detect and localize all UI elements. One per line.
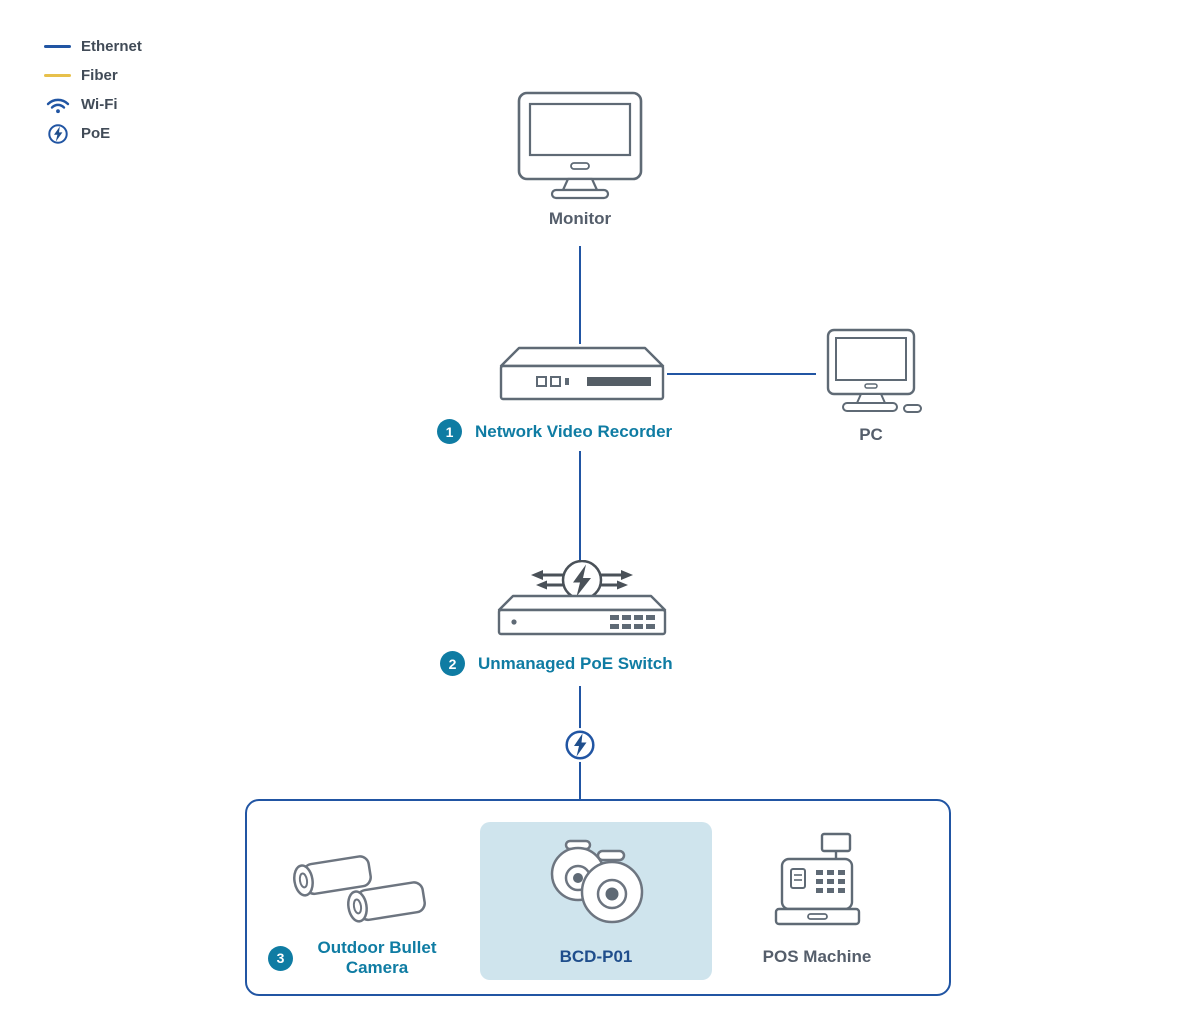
legend-item-fiber: Fiber <box>44 65 142 86</box>
legend-item-poe: PoE <box>44 123 142 144</box>
nvr-icon <box>497 343 667 412</box>
pc-icon <box>815 328 927 425</box>
legend-label-wifi: Wi-Fi <box>81 96 118 113</box>
ethernet-line-swatch <box>44 45 71 48</box>
monitor-label: Monitor <box>548 209 612 228</box>
dome-camera-label: BCD-P01 <box>559 947 633 966</box>
poe-icon <box>44 123 71 145</box>
nvr-label: Network Video Recorder <box>475 421 673 441</box>
legend-label-ethernet: Ethernet <box>81 38 142 55</box>
poe-icon <box>563 728 597 762</box>
monitor-icon <box>515 90 645 207</box>
legend-label-poe: PoE <box>81 125 111 142</box>
poe-switch-label-row: 2 Unmanaged PoE Switch <box>440 651 673 676</box>
dome-camera-icon <box>536 838 656 937</box>
pos-machine-icon <box>770 832 865 933</box>
poe-switch-label: Unmanaged PoE Switch <box>478 653 673 673</box>
poe-switch-icon <box>493 559 671 645</box>
legend: Ethernet Fiber Wi-Fi PoE <box>44 36 142 144</box>
nvr-label-row: 1 Network Video Recorder <box>437 419 672 444</box>
step-badge-2: 2 <box>440 651 465 676</box>
wifi-icon <box>44 96 71 114</box>
step-badge-3: 3 <box>268 945 293 971</box>
fiber-line-swatch <box>44 74 71 77</box>
pc-label: PC <box>859 425 883 444</box>
legend-item-wifi: Wi-Fi <box>44 94 142 115</box>
bullet-camera-label: Outdoor Bullet Camera <box>317 938 437 977</box>
bullet-camera-label-row: 3 Outdoor Bullet Camera <box>268 938 448 978</box>
legend-label-fiber: Fiber <box>81 67 118 84</box>
bullet-camera-icon <box>280 840 448 945</box>
pos-machine-label: POS Machine <box>762 947 872 966</box>
step-badge-1: 1 <box>437 419 462 444</box>
legend-item-ethernet: Ethernet <box>44 36 142 57</box>
